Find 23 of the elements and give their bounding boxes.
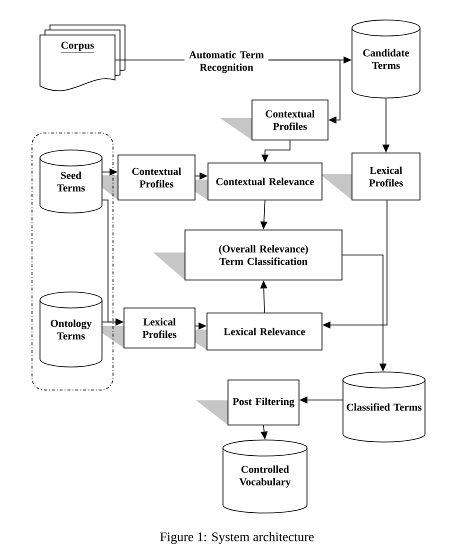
- process-box: Contextual Relevance: [208, 162, 322, 200]
- process-box: Lexical Profiles: [352, 152, 420, 200]
- caption: Figure 1: System architecture: [160, 532, 314, 544]
- group-frame: [32, 132, 114, 390]
- process-box: Lexical Relevance: [206, 312, 322, 350]
- process-label: Automatic Term Recognition: [189, 50, 264, 74]
- node-label: Controlled Vocabulary: [239, 465, 291, 488]
- process-box: Contextual Profiles: [252, 100, 328, 140]
- node-label: Seed Terms: [57, 172, 85, 192]
- database-cylinder: Candidate Terms: [352, 20, 420, 98]
- process-box: Lexical Profiles: [124, 308, 196, 348]
- node-label: Candidate Terms: [363, 49, 410, 69]
- process-box: (Overall Relevance) Term Classification: [184, 230, 342, 280]
- node-label: Classified Terms: [346, 403, 422, 411]
- database-cylinder: Classified Terms: [342, 372, 426, 442]
- database-cylinder: Seed Terms: [40, 150, 102, 214]
- node-label: Ontology Terms: [50, 320, 92, 340]
- process-box: Post Filtering: [228, 380, 300, 426]
- arrow: [268, 60, 340, 124]
- database-cylinder: Controlled Vocabulary: [222, 440, 308, 514]
- process-box: Contextual Profiles: [118, 154, 196, 200]
- database-cylinder: Ontology Terms: [40, 292, 102, 368]
- document-stack: Corpus: [40, 24, 126, 92]
